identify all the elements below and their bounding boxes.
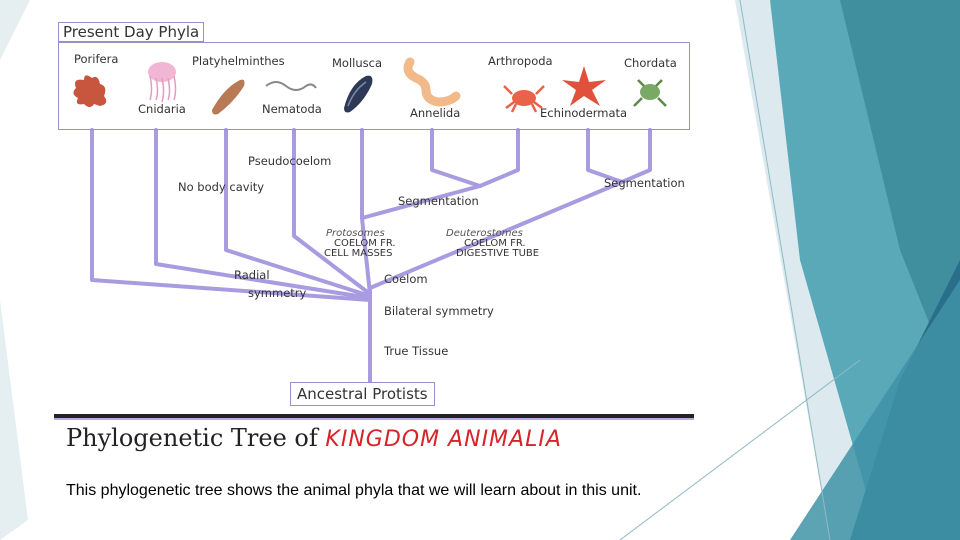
frog-icon [633,79,667,107]
bg-left-triangle [0,0,30,60]
mussel-icon [344,75,373,113]
tree-title: Phylogenetic Tree of KINGDOM ANIMALIA [66,424,562,452]
phylum-label-chordata: Chordata [624,56,677,70]
tree-branches [90,128,652,384]
node-label-deuterostome-detail-1: COELOM FR. [464,238,526,249]
title-divider [54,414,694,418]
branch-echinodermata [586,128,624,184]
earthworm-icon [403,57,461,107]
node-label-symmetry: symmetry [248,286,307,300]
bg-panel-mid [840,0,960,400]
phylum-label-annelida: Annelida [410,106,461,120]
node-label-protostomes: Protosomes [326,228,385,239]
node-label-protostome-detail-1: COELOM FR. [334,238,396,249]
branch-chordata [620,128,652,184]
roundworm-icon [265,81,317,91]
node-label-segmentation-protostome: Segmentation [398,194,479,208]
tree-title-main: Phylogenetic Tree of [66,424,318,452]
ancestral-protists-box: Ancestral Protists [290,382,435,406]
phylogenetic-tree-figure: Present Day Phyla [54,18,694,466]
node-label-no-body-cavity: No body cavity [178,180,265,194]
tree-title-emphasis: KINGDOM ANIMALIA [325,427,562,452]
jellyfish-icon [148,62,177,103]
node-label-deuterostome-detail-2: DIGESTIVE TUBE [456,248,540,259]
phylum-label-echinodermata: Echinodermata [540,106,628,120]
bg-line [739,0,831,540]
node-label-radial: Radial [234,268,270,282]
bg-line [619,359,861,540]
phylum-label-cnidaria: Cnidaria [138,102,186,116]
node-label-true-tissue: True Tissue [384,344,449,358]
branch-cnidaria [154,128,372,300]
flatworm-icon [212,79,245,115]
organism-icons [73,57,667,115]
node-label-coelom: Coelom [384,272,428,286]
node-label-segmentation-deuterostome: Segmentation [604,176,685,190]
phylum-label-nematoda: Nematoda [262,102,322,116]
branch-arthropoda [478,128,520,188]
phylum-label-arthropoda: Arthropoda [488,54,553,68]
branch-annelida [430,128,482,188]
branch-platyhelminthes [224,128,372,298]
sponge-icon [73,75,107,107]
node-label-deuterostomes: Deuterostomes [446,228,523,239]
node-label-protostome-detail-2: CELL MASSES [324,248,393,259]
slide-caption: This phylogenetic tree shows the animal … [66,482,642,499]
node-label-bilateral-symmetry: Bilateral symmetry [384,304,494,318]
branch-porifera [90,128,372,302]
bg-panel-lower [790,280,960,540]
branch-segmentation-join [360,184,482,220]
branch-mollusca [360,128,372,296]
phyla-box [58,42,690,130]
branch-deuterostome [368,180,624,290]
title-divider-accent [54,418,694,420]
phylum-label-platyhelminthes: Platyhelminthes [192,54,285,68]
crab-icon [503,85,545,113]
phylum-label-porifera: Porifera [74,52,119,66]
node-label-pseudocoelom: Pseudocoelom [248,154,332,168]
phylum-label-mollusca: Mollusca [332,56,382,70]
branch-nematoda [292,128,372,296]
present-day-phyla-title: Present Day Phyla [58,22,205,42]
starfish-icon [562,66,606,106]
bg-left-triangle [0,300,28,540]
